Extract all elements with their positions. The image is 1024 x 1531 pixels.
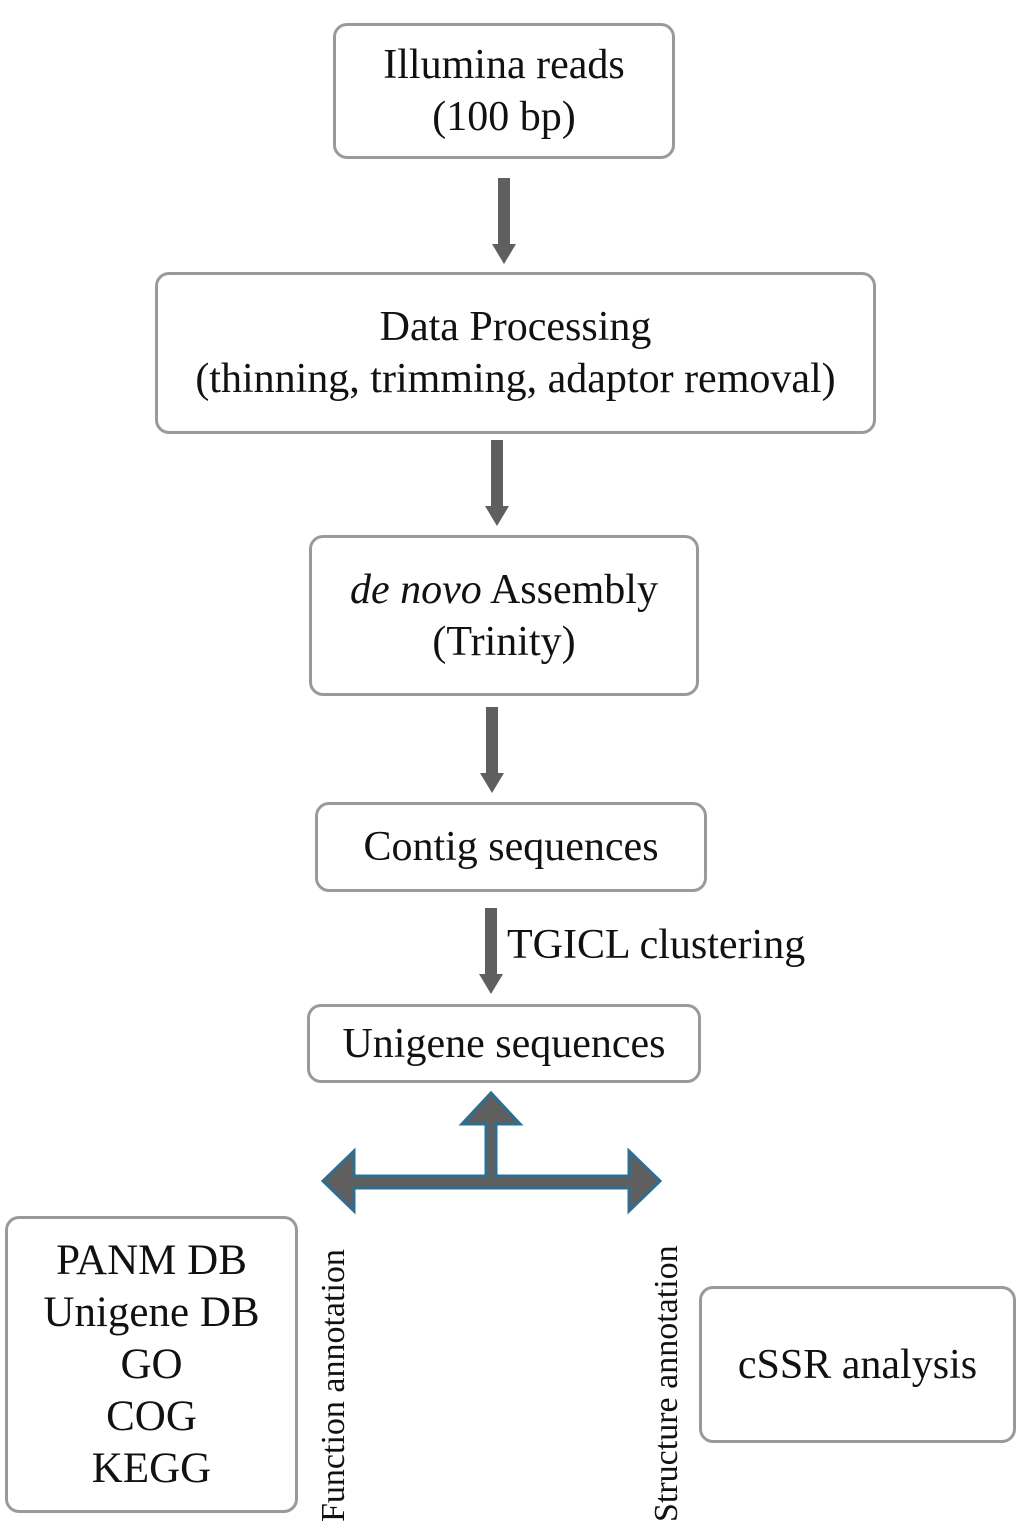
database-item-cog: COG: [106, 1392, 197, 1440]
branch-arrow: [320, 1090, 663, 1215]
node-data-processing-line2: (thinning, trimming, adaptor removal): [195, 356, 836, 402]
node-contig-sequences: Contig sequences: [315, 802, 707, 892]
node-de-novo-assembly-line2: (Trinity): [432, 618, 576, 665]
node-data-processing-line1: Data Processing: [379, 304, 652, 350]
node-cssr-analysis-label: cSSR analysis: [737, 1341, 978, 1388]
node-unigene-sequences-label: Unigene sequences: [342, 1020, 666, 1067]
node-data-processing: Data Processing (thinning, trimming, ada…: [155, 272, 876, 434]
node-de-novo-assembly-italic: de novo: [350, 566, 482, 613]
arrow-processing-to-assembly: [485, 440, 509, 526]
node-de-novo-assembly-rest: Assembly: [481, 566, 658, 613]
node-cssr-analysis: cSSR analysis: [699, 1286, 1016, 1443]
node-contig-sequences-label: Contig sequences: [363, 824, 659, 870]
node-illumina-reads-line2: (100 bp): [432, 94, 576, 140]
node-illumina-reads: Illumina reads (100 bp): [333, 23, 675, 159]
arrow-reads-to-processing: [492, 178, 516, 264]
database-item-panm-db: PANM DB: [56, 1236, 247, 1284]
node-illumina-reads-line1: Illumina reads: [383, 42, 625, 88]
label-function-annotation: Function annotation: [315, 1249, 352, 1522]
arrow-contig-to-unigene: [479, 908, 503, 994]
node-function-databases: PANM DB Unigene DB GO COG KEGG: [5, 1216, 298, 1513]
arrow-assembly-to-contig: [480, 707, 504, 793]
database-item-go: GO: [120, 1340, 183, 1388]
label-tgicl-clustering: TGICL clustering: [507, 922, 806, 968]
node-de-novo-assembly: de novo Assembly (Trinity): [309, 535, 699, 696]
node-de-novo-assembly-line1: de novo Assembly: [350, 564, 658, 616]
label-structure-annotation: Structure annotation: [648, 1245, 685, 1522]
database-item-unigene-db: Unigene DB: [43, 1288, 260, 1336]
node-unigene-sequences: Unigene sequences: [307, 1004, 701, 1083]
database-item-kegg: KEGG: [91, 1444, 212, 1492]
